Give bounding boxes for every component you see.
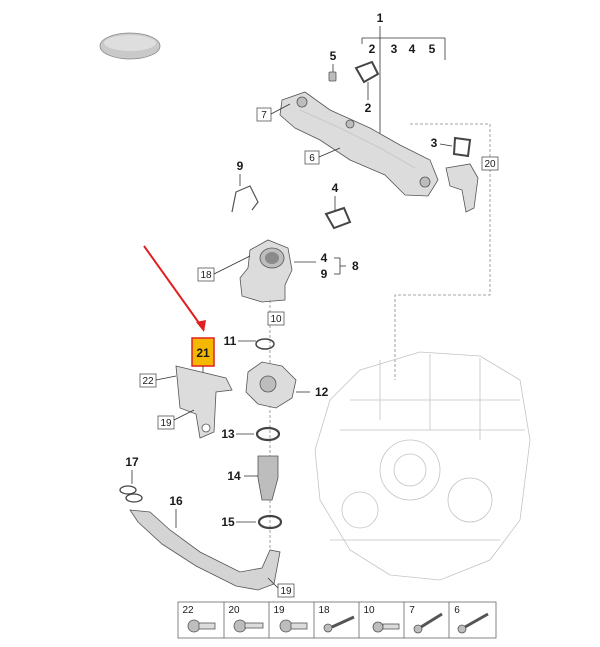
svg-text:20: 20 [228, 605, 240, 616]
ref-box-22-label: 22 [142, 376, 154, 387]
engine-background [314, 351, 531, 581]
coolant-pipe-part [129, 509, 281, 591]
callout-16: 16 [169, 494, 183, 508]
svg-text:6: 6 [454, 605, 460, 616]
top-group-bracket: 1 2 3 4 5 [361, 11, 446, 140]
svg-text:18: 18 [318, 605, 330, 616]
bracket-part [445, 163, 479, 213]
mounting-bracket-part [175, 365, 233, 439]
callout-11: 11 [224, 334, 237, 348]
ref-box-19-upper [157, 415, 175, 430]
callout-5: 5 [330, 49, 337, 63]
coolant-rail-part [279, 91, 439, 197]
callout-1-sub-2: 2 [369, 42, 376, 56]
fastener-cell-22[interactable]: 22 [182, 605, 216, 633]
callout-1-sub-4: 4 [409, 42, 416, 56]
ref-box-6 [304, 150, 320, 165]
callout-14: 14 [227, 469, 241, 483]
highlighted-part-21[interactable]: 21 [191, 337, 215, 367]
callout-15: 15 [221, 515, 235, 529]
gasket-part [354, 60, 380, 84]
ref-box-18 [197, 267, 215, 282]
callout-1: 1 [377, 11, 384, 25]
ref-box-19-upper-label: 19 [160, 418, 172, 429]
callout-17: 17 [125, 455, 139, 469]
svg-text:10: 10 [363, 605, 375, 616]
callout-4-housing: 4 [321, 251, 328, 265]
fastener-cell-20[interactable]: 20 [228, 605, 264, 633]
callout-9-housing: 9 [321, 267, 328, 281]
spring-clip-part [231, 185, 259, 213]
callout-2: 2 [365, 101, 372, 115]
fastener-cell-7[interactable]: 7 [409, 605, 443, 634]
ref-box-20 [481, 156, 499, 171]
ref-box-18-label: 18 [200, 270, 212, 281]
fastener-cell-6[interactable]: 6 [454, 605, 489, 634]
ref-box-22 [139, 373, 157, 388]
ref-box-20-label: 20 [484, 159, 496, 170]
fastener-strip: 22 20 19 18 10 7 6 [177, 601, 497, 639]
ref-box-19-lower [277, 583, 295, 598]
callout-1-sub-3: 3 [391, 42, 398, 56]
fastener-cell-10[interactable]: 10 [363, 605, 400, 633]
callout-13: 13 [221, 427, 235, 441]
callout-8: 8 [352, 259, 359, 273]
ref-box-10 [267, 311, 285, 326]
ref-box-6-label: 6 [309, 153, 315, 164]
callout-1-sub-5: 5 [429, 42, 436, 56]
ref-box-7 [256, 107, 272, 122]
svg-text:19: 19 [273, 605, 285, 616]
pointer-arrow [143, 245, 205, 331]
callout-3: 3 [431, 136, 438, 150]
fastener-cell-19[interactable]: 19 [273, 605, 308, 633]
ref-box-10-label: 10 [270, 314, 282, 325]
fastener-cell-18[interactable]: 18 [318, 605, 355, 633]
ref-box-19-lower-label: 19 [280, 586, 292, 597]
highlight-21-label: 21 [196, 346, 210, 360]
svg-text:7: 7 [409, 605, 415, 616]
callout-4-upper: 4 [332, 181, 339, 195]
svg-text:22: 22 [182, 605, 194, 616]
coolant-hose-part [257, 455, 279, 501]
ref-box-7-label: 7 [261, 110, 267, 121]
callout-9-upper: 9 [237, 159, 244, 173]
callout-12: 12 [315, 385, 329, 399]
